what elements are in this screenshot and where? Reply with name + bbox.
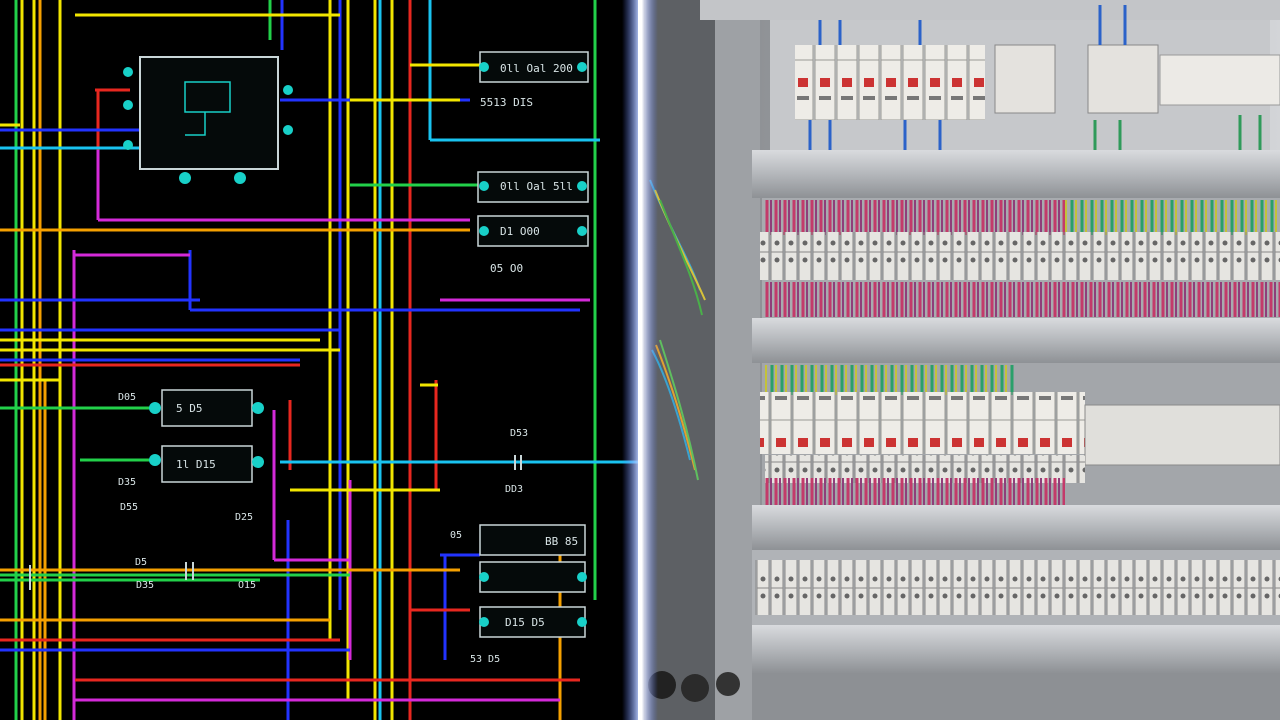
contactor-2 xyxy=(1087,44,1159,114)
tag-1: D05 xyxy=(118,392,136,403)
reference-tags: D05 D35 D25 DD3 D53 D5 D35 05 O15 D55 53… xyxy=(118,392,528,665)
top-row-devices xyxy=(770,5,1280,160)
module-2 xyxy=(1084,404,1280,466)
terminal-strip-2 xyxy=(755,560,1280,615)
din-rail-shelf-4 xyxy=(752,625,1280,673)
tag-3: D25 xyxy=(235,512,253,523)
bottom-terminal-row xyxy=(752,550,1280,630)
ic-block xyxy=(123,56,293,184)
block-h-label: D15 D5 xyxy=(505,616,545,629)
breaker-strip-1 xyxy=(795,45,985,120)
middle-row-devices xyxy=(760,198,1280,318)
din-rail-shelf-3 xyxy=(752,505,1280,550)
din-rail-shelf-2 xyxy=(752,318,1280,363)
block-e-label: 5 D5 xyxy=(176,402,203,415)
component-block-b: 0ll Oal 5ll D1 O00 05 O0 xyxy=(477,171,589,275)
magenta-wires xyxy=(72,150,352,720)
block-b-label: 0ll Oal 5ll xyxy=(500,180,573,193)
control-panel-photo xyxy=(640,0,1280,720)
component-block-a: 0ll Oal 200 5513 DIS xyxy=(479,51,589,109)
tag-8: 05 xyxy=(450,530,462,541)
tag-2: D35 xyxy=(118,477,136,488)
wire-network xyxy=(0,0,640,720)
schematic-panel: 0ll Oal 200 5513 DIS 0ll Oal 5ll D1 O00 … xyxy=(0,0,640,720)
cyan-wires xyxy=(378,0,432,720)
tag-6: D5 xyxy=(135,557,147,568)
component-block-bottom: BB 85 D15 D5 xyxy=(479,524,587,638)
tag-10: D55 xyxy=(120,502,138,513)
contactor-1 xyxy=(994,44,1056,114)
tag-5: D53 xyxy=(510,428,528,439)
block-f-label: BB 85 xyxy=(545,535,578,548)
red-wires xyxy=(96,0,438,720)
tag-7: D35 xyxy=(136,580,154,591)
block-a-caption: 5513 DIS xyxy=(480,96,533,109)
block-g-label: 1l D15 xyxy=(176,458,216,471)
tag-11: 53 D5 xyxy=(470,654,500,665)
component-block-left: 5 D5 1l D15 xyxy=(149,389,264,483)
module-1 xyxy=(1159,54,1280,106)
din-rail-shelf-1 xyxy=(752,150,1280,198)
tag-4: DD3 xyxy=(505,484,523,495)
terminal-strip-1 xyxy=(760,232,1280,280)
breaker-row xyxy=(760,363,1280,513)
tag-9: O15 xyxy=(238,580,256,591)
breaker-strip-2 xyxy=(760,392,1085,454)
block-d-label: 05 O0 xyxy=(490,262,523,275)
capacitor-symbols xyxy=(29,455,522,590)
block-a-label: 0ll Oal 200 xyxy=(500,62,573,75)
block-c-label: D1 O00 xyxy=(500,225,540,238)
